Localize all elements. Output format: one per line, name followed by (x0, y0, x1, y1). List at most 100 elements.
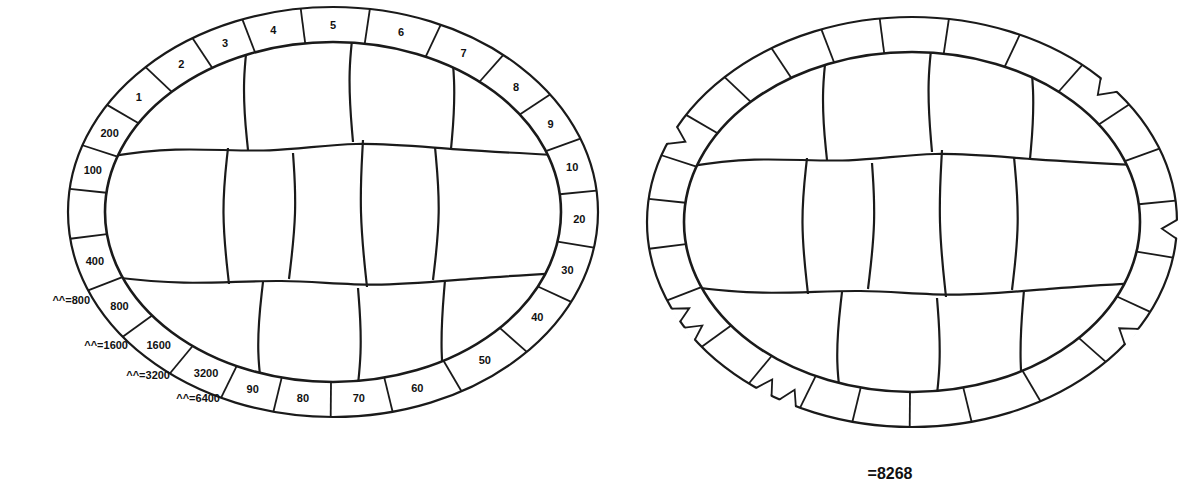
notch-cut (683, 325, 702, 340)
marginal-divider (909, 392, 911, 427)
marginal-divider (107, 105, 139, 123)
central-scute-seam (1024, 12, 1033, 159)
marginal-divider (193, 38, 213, 68)
notch-cut (670, 308, 689, 322)
marginal-divider (546, 139, 581, 152)
central-scute-seam (442, 280, 449, 422)
marginal-inner-edge (105, 42, 561, 382)
marginal-divider (221, 366, 237, 398)
marginal-divider (384, 378, 392, 412)
central-scute-seam (350, 2, 357, 142)
marginal-divider (1059, 65, 1083, 92)
notch-edge (667, 127, 685, 144)
marginal-divider (520, 94, 550, 114)
central-scute-seam (258, 282, 267, 422)
marginal-divider (800, 376, 816, 408)
scute-number: 30 (561, 264, 573, 275)
marginal-divider (480, 55, 504, 82)
marginal-divider (944, 19, 949, 54)
marginal-divider (649, 244, 686, 249)
marginal-divider (500, 328, 527, 352)
scute-number: 4 (270, 25, 276, 36)
notch-cut (1098, 77, 1119, 95)
scute-number: 200 (100, 127, 118, 138)
notch-code: ^^=3200 (126, 370, 170, 381)
shell-outline (647, 17, 1177, 427)
marginal-divider (365, 9, 370, 44)
marginal-divider (538, 287, 571, 302)
marginal-divider (330, 382, 332, 417)
scute-number: 800 (110, 300, 128, 311)
central-scute-seam (1021, 290, 1028, 432)
marginal-divider (301, 9, 306, 44)
turtle-shell (68, 2, 598, 422)
scute-number: 7 (461, 47, 467, 58)
notch-edge (685, 325, 702, 339)
marginal-divider (1079, 338, 1106, 362)
central-scute-seam (802, 158, 808, 294)
scute-number: 8 (513, 81, 519, 92)
notch-cut (1119, 328, 1140, 345)
scute-number: 70 (353, 393, 365, 404)
marginal-divider (242, 19, 255, 52)
marginal-divider (661, 155, 696, 166)
notch-code: ^^=6400 (176, 393, 220, 404)
marginal-divider (426, 25, 441, 57)
turtle-shell (647, 12, 1179, 432)
central-scute-seam (88, 144, 578, 160)
central-scute-seam (244, 2, 253, 150)
central-scute-seam (940, 150, 946, 297)
central-scute-seam (223, 148, 229, 284)
central-scute-seam (837, 292, 846, 432)
marginal-divider (70, 189, 107, 193)
marginal-divider (725, 77, 751, 102)
central-scute-seam (433, 147, 439, 280)
marginal-divider (1005, 35, 1020, 67)
notch-cut (755, 380, 772, 398)
marginal-divider (88, 277, 122, 290)
scute-number: 9 (548, 118, 554, 129)
marginal-divider (649, 199, 686, 203)
marginal-divider (170, 346, 193, 374)
marginal-divider (749, 356, 772, 384)
scute-number: 1 (136, 91, 142, 102)
marginal-divider (560, 191, 597, 195)
marginal-divider (852, 388, 860, 422)
notch-cut (665, 126, 685, 143)
marginal-divider (772, 48, 792, 78)
central-scute-seam (932, 298, 940, 432)
scute-number: 90 (247, 384, 259, 395)
scute-number: 400 (86, 255, 104, 266)
scute-number: 100 (84, 164, 102, 175)
scute-number: 3200 (194, 367, 218, 378)
scute-number: 10 (566, 161, 578, 172)
marginal-divider (880, 19, 885, 54)
marginal-divider (1125, 149, 1160, 162)
notch-edge (672, 308, 689, 321)
notch-edge (1119, 328, 1138, 344)
scute-number: 20 (573, 213, 585, 224)
scute-number: 80 (297, 393, 309, 404)
marginal-divider (821, 29, 834, 62)
marginal-divider (1137, 252, 1173, 258)
marginal-divider (70, 234, 107, 239)
notch-edge (756, 380, 772, 396)
marginal-divider (1023, 371, 1041, 402)
central-scute-seam (361, 140, 367, 287)
central-scute-seam (868, 163, 874, 289)
marginal-divider (82, 145, 117, 156)
marginal-divider (558, 242, 594, 248)
marginal-divider (667, 287, 701, 300)
scute-number: 50 (479, 354, 491, 365)
central-scute-seam (667, 282, 1157, 295)
central-scute-seam (667, 154, 1157, 170)
central-scute-seam (929, 12, 936, 152)
central-scute-seam (1012, 157, 1018, 290)
central-scute-seam (445, 2, 454, 149)
scute-number: 3 (222, 38, 228, 49)
marginal-divider (1139, 201, 1176, 205)
marginal-divider (1117, 297, 1150, 312)
